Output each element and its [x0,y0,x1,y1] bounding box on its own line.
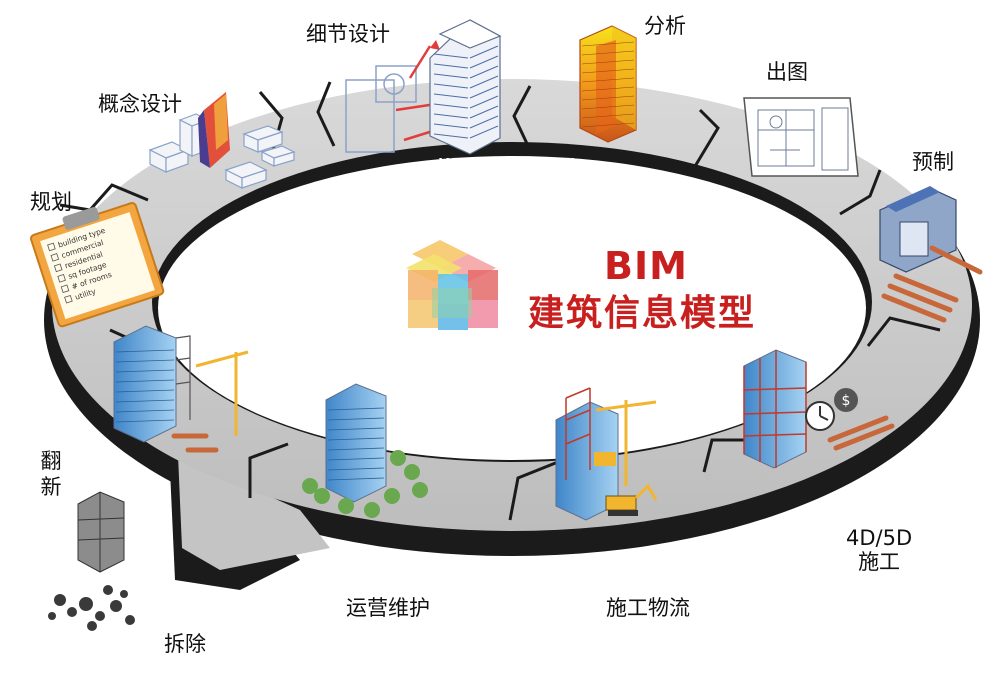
construction-logistics-icon [555,387,658,521]
tree-icon [314,488,330,504]
stage-label-construction-4d5d: 4D/5D 施工 [846,526,913,575]
svg-text:$: $ [842,393,851,409]
demolition-rubble-icon [48,491,135,631]
tree-icon [412,482,428,498]
tree-icon [390,450,406,466]
operation-maintenance-building-icon [302,383,428,518]
renovation-building-icon [113,325,249,453]
tree-icon [384,488,400,504]
tree-icon [302,478,318,494]
center-title: BIM [604,244,688,288]
prefabrication-machine-icon [879,186,983,323]
stage-label-concept-design: 概念设计 [98,92,182,116]
stage-label-operation-maintenance: 运营维护 [346,596,430,620]
checklist-checkbox [60,284,70,294]
band-label: VISUALIZATION [439,157,577,172]
tree-icon [338,498,354,514]
construction-4d5d-icon: $ [743,349,895,469]
stage-label-analysis: 分析 [644,14,686,38]
checklist-checkbox [64,294,73,304]
stage-label-detail-design: 细节设计 [306,22,390,46]
detail-design-building-icon [345,19,502,155]
stage-label-prefabrication: 预制 [912,150,954,174]
stage-label-planning: 规划 [30,190,72,214]
concept-design-blocks-icon [148,92,296,189]
analysis-heatmap-tower-icon [579,25,637,143]
stage-label-demolition: 拆除 [164,632,206,656]
tree-icon [364,502,380,518]
lifecycle-ring [44,79,980,590]
checklist-checkbox [57,274,66,283]
tree-icon [404,464,420,480]
stage-label-construction-logistics: 施工物流 [606,596,690,620]
stage-label-renovation: 翻新 [40,449,62,500]
ring-hole [158,156,866,460]
excavator-icon [605,483,658,516]
checklist-checkbox [47,242,56,252]
drawings-sheet-icon [743,97,859,177]
bim-cube-logo [406,240,498,330]
ring-tail-top [178,455,330,570]
checklist-checkbox [53,263,63,273]
stage-label-drawings: 出图 [766,60,808,84]
checklist-checkbox [50,253,60,262]
center-subtitle: 建筑信息模型 [528,293,757,334]
